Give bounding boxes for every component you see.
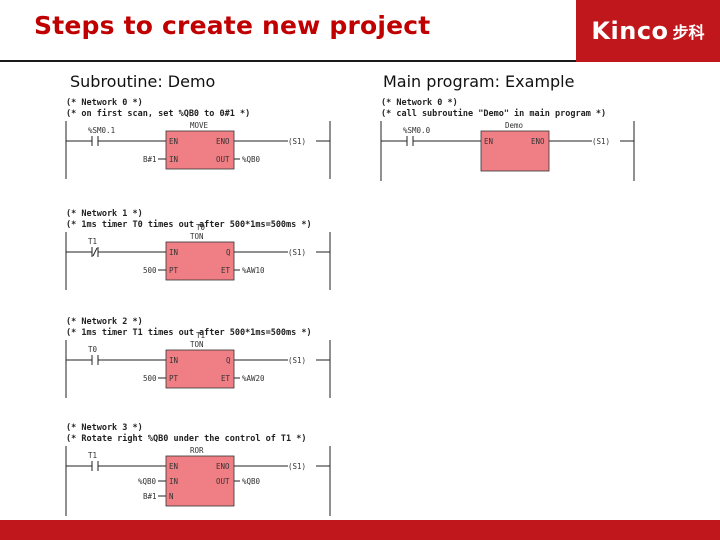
net2-out-pin-0: Q — [226, 356, 231, 365]
netmain-comment-line1: (* Network 0 *) — [381, 98, 458, 108]
net0-comment-line2: (* on first scan, set %QB0 to 0#1 *) — [66, 108, 250, 119]
net1-comment-line1: (* Network 1 *) — [66, 209, 143, 219]
net3-comment-line1: (* Network 3 *) — [66, 423, 143, 433]
net2-comment-line1: (* Network 2 *) — [66, 317, 143, 327]
net2-out-pin-1: ET — [221, 374, 231, 383]
net1-in-pin-1: PT — [169, 266, 179, 275]
net3-comment-line2: (* Rotate right %QB0 under the control o… — [66, 433, 307, 444]
net0-contact-label: %SM0.1 — [88, 126, 115, 135]
net1-out-value-1: %AW10 — [242, 266, 265, 275]
net0-in-pin-1: IN — [169, 155, 178, 164]
footer-bar — [0, 520, 720, 540]
net3-in-pin-2: N — [169, 492, 174, 501]
net3-in-pin-0: EN — [169, 462, 178, 471]
net3-out-value-1: %QB0 — [242, 477, 261, 486]
netmain-out-pin-0: ENO — [531, 137, 545, 146]
net0-out-pin-1: OUT — [216, 155, 230, 164]
net0-in-pin-0: EN — [169, 137, 178, 146]
netmain-function-block — [480, 130, 550, 172]
net2-in-pin-1: PT — [169, 374, 179, 383]
net3-in-value-2: B#1 — [143, 492, 157, 501]
net0-block-type: MOVE — [190, 121, 209, 130]
net0-coil: (S1) — [288, 137, 306, 146]
net1-comment-line2: (* 1ms timer T0 times out after 500*1ms=… — [66, 219, 312, 230]
net1-contact-label: T1 — [88, 237, 97, 246]
net1-coil: (S1) — [288, 248, 306, 257]
net0-in-value-1: B#1 — [143, 155, 157, 164]
net0-out-value-1: %QB0 — [242, 155, 261, 164]
net2-comment-line2: (* 1ms timer T1 times out after 500*1ms=… — [66, 327, 312, 338]
title-divider — [0, 60, 576, 62]
netmain-contact-label: %SM0.0 — [403, 126, 431, 135]
net1-out-pin-1: ET — [221, 266, 231, 275]
net3-in-value-1: %QB0 — [138, 477, 157, 486]
net3-block-type: ROR — [190, 446, 204, 455]
net1-contact-negation — [92, 247, 98, 257]
netmain-in-pin-0: EN — [484, 137, 493, 146]
net1-function-block — [165, 241, 235, 281]
net3-function-block — [165, 455, 235, 507]
net2-block-type: TON — [190, 340, 204, 349]
slide-title: Steps to create new project — [34, 11, 431, 40]
kinco-logo: Kinco 步科 — [576, 0, 720, 62]
net1-in-value-1: 500 — [143, 266, 157, 275]
net0-function-block — [165, 130, 235, 170]
net2-contact-label: T0 — [88, 345, 98, 354]
net2-coil: (S1) — [288, 356, 306, 365]
netmain-comment-line2: (* call subroutine "Demo" in main progra… — [381, 108, 606, 119]
net1-in-pin-0: IN — [169, 248, 178, 257]
net0-comment-line1: (* Network 0 *) — [66, 98, 143, 108]
logo-chinese: 步科 — [672, 23, 705, 42]
net2-function-block — [165, 349, 235, 389]
main-program-heading: Main program: Example — [383, 72, 575, 91]
net1-block-type: TON — [190, 232, 204, 241]
net2-out-value-1: %AW20 — [242, 374, 265, 383]
net3-coil: (S1) — [288, 462, 306, 471]
subroutine-heading: Subroutine: Demo — [70, 72, 216, 91]
logo-brand: Kinco — [591, 17, 669, 45]
net3-out-pin-1: OUT — [216, 477, 230, 486]
net3-out-pin-0: ENO — [216, 462, 230, 471]
net1-out-pin-0: Q — [226, 248, 231, 257]
net3-in-pin-1: IN — [169, 477, 178, 486]
net0-out-pin-0: ENO — [216, 137, 230, 146]
net2-block-instance: T1 — [196, 331, 205, 340]
netmain-coil: (S1) — [592, 137, 610, 146]
net1-block-instance: T0 — [196, 223, 206, 232]
net3-contact-label: T1 — [88, 451, 97, 460]
netmain-block-type: Demo — [505, 121, 524, 130]
net2-in-value-1: 500 — [143, 374, 157, 383]
net2-in-pin-0: IN — [169, 356, 178, 365]
